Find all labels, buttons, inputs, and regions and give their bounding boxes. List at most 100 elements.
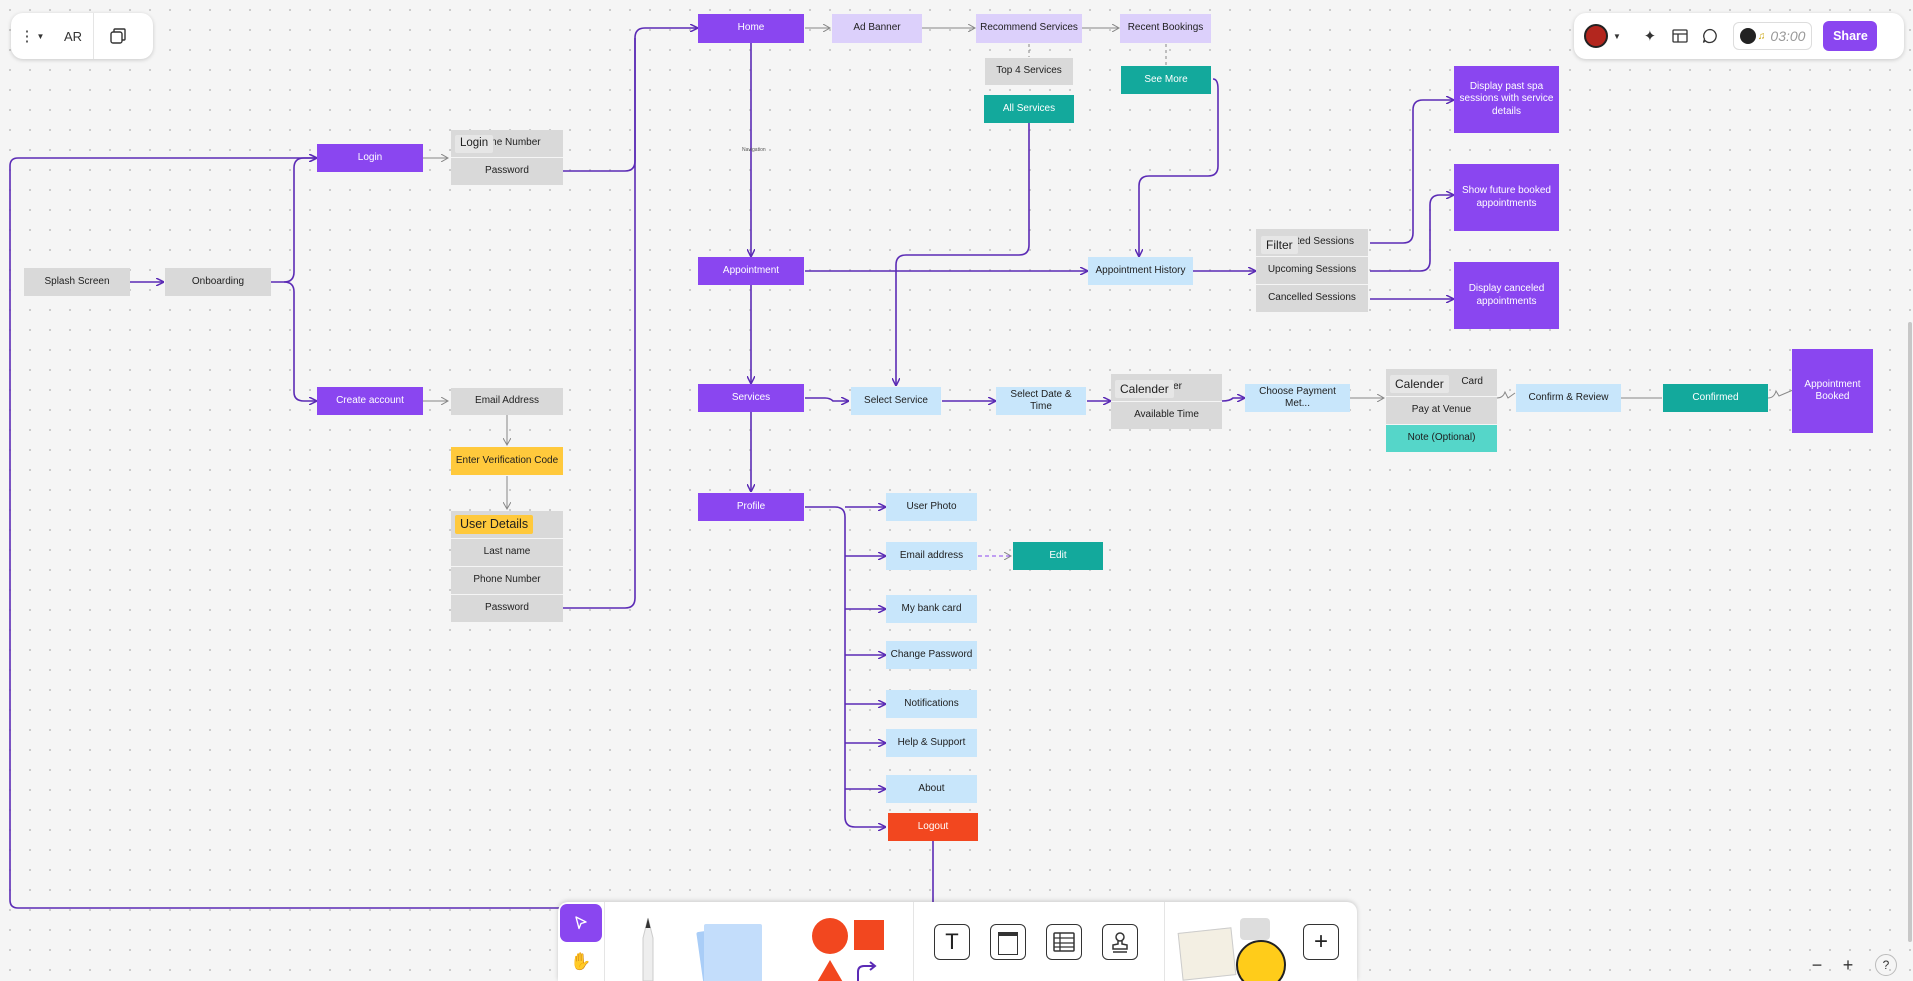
shapes-tool-button[interactable] bbox=[812, 918, 884, 981]
node-recommend-services[interactable]: Recommend Services bbox=[976, 14, 1082, 43]
node-last-name[interactable]: Last name bbox=[451, 539, 563, 566]
node-verification-code[interactable]: Enter Verification Code bbox=[451, 447, 563, 475]
comment-button[interactable] bbox=[1695, 13, 1725, 59]
sticker-sheet-icon bbox=[1177, 927, 1237, 981]
node-profile[interactable]: Profile bbox=[698, 493, 804, 521]
table-tool-button[interactable] bbox=[1046, 924, 1082, 960]
node-password[interactable]: Password bbox=[451, 595, 563, 622]
node-email-address[interactable]: Email Address bbox=[451, 388, 563, 415]
node-phone-number[interactable]: Phone Number bbox=[451, 567, 563, 594]
node-select-date-time[interactable]: Select Date & Time bbox=[996, 387, 1086, 415]
bottom-toolbar: ✋ T + bbox=[558, 902, 1357, 981]
node-confirm-review[interactable]: Confirm & Review bbox=[1516, 384, 1621, 412]
sticker-badge-icon bbox=[1240, 918, 1270, 940]
pages-button[interactable] bbox=[94, 13, 142, 59]
node-future-desc[interactable]: Show future booked appointments bbox=[1454, 164, 1559, 231]
node-logout[interactable]: Logout bbox=[888, 813, 978, 841]
navigation-note: Navigation bbox=[742, 147, 766, 153]
node-past-sessions-desc[interactable]: Display past spa sessions with service d… bbox=[1454, 66, 1559, 133]
chevron-down-icon[interactable]: ▼ bbox=[1613, 31, 1621, 41]
node-appointment-booked[interactable]: Appointment Booked bbox=[1792, 349, 1873, 433]
toolbar-divider-1 bbox=[604, 902, 605, 981]
node-select-service[interactable]: Select Service bbox=[851, 387, 941, 415]
node-create-account[interactable]: Create account bbox=[317, 387, 423, 415]
node-user-photo[interactable]: User Photo bbox=[886, 493, 977, 521]
more-tool-button[interactable]: + bbox=[1303, 924, 1339, 960]
hand-icon: ✋ bbox=[570, 952, 592, 971]
node-ad-banner[interactable]: Ad Banner bbox=[832, 14, 922, 43]
node-canceled-desc[interactable]: Display canceled appointments bbox=[1454, 262, 1559, 329]
sticky-note-tool-button[interactable] bbox=[694, 922, 762, 981]
login-label-tag: Login bbox=[455, 135, 494, 153]
plus-icon: + bbox=[1313, 928, 1328, 955]
node-available-time[interactable]: Available Time bbox=[1111, 402, 1222, 429]
node-help-support[interactable]: Help & Support bbox=[886, 729, 977, 757]
node-edit[interactable]: Edit bbox=[1013, 542, 1103, 570]
node-login-password[interactable]: Password bbox=[451, 158, 563, 185]
file-initials[interactable]: AR bbox=[63, 28, 83, 44]
node-email-profile[interactable]: Email address bbox=[886, 542, 977, 570]
node-home[interactable]: Home bbox=[698, 14, 804, 43]
question-icon: ? bbox=[1882, 958, 1890, 972]
node-about[interactable]: About bbox=[886, 775, 977, 803]
sticky-note-front bbox=[704, 924, 762, 981]
node-pay-at-venue[interactable]: Pay at Venue bbox=[1386, 397, 1497, 424]
stamp-icon bbox=[1112, 932, 1128, 953]
node-notifications[interactable]: Notifications bbox=[886, 690, 977, 718]
node-upcoming-sessions[interactable]: Upcoming Sessions bbox=[1256, 257, 1368, 284]
node-recent-bookings[interactable]: Recent Bookings bbox=[1120, 14, 1211, 43]
cursor-icon bbox=[575, 916, 587, 930]
connector-shape-icon bbox=[857, 961, 877, 981]
node-login[interactable]: Login bbox=[317, 144, 423, 172]
section-icon bbox=[998, 932, 1018, 955]
layout-icon bbox=[1672, 29, 1688, 43]
text-icon: T bbox=[945, 929, 959, 954]
layers-icon bbox=[110, 28, 126, 44]
node-onboarding[interactable]: Onboarding bbox=[165, 268, 271, 296]
share-button[interactable]: Share bbox=[1823, 21, 1878, 51]
node-appointment[interactable]: Appointment bbox=[698, 257, 804, 285]
node-top4-services[interactable]: Top 4 Services bbox=[985, 58, 1073, 85]
timer-widget[interactable]: ♫ 03:00 bbox=[1732, 22, 1813, 50]
vertical-scrollbar[interactable] bbox=[1908, 322, 1912, 942]
main-menu-button[interactable]: ⋮ ▼ bbox=[11, 13, 53, 59]
toolbar-divider-3 bbox=[1164, 902, 1165, 981]
plus-icon: + bbox=[1842, 954, 1854, 975]
divider bbox=[93, 13, 94, 59]
top-left-toolbar: ⋮ ▼ AR bbox=[11, 13, 153, 59]
node-see-more[interactable]: See More bbox=[1121, 66, 1211, 94]
layout-button[interactable] bbox=[1665, 13, 1695, 59]
calender-tag: Calender bbox=[1115, 380, 1174, 399]
node-confirmed[interactable]: Confirmed bbox=[1663, 384, 1768, 412]
node-services[interactable]: Services bbox=[698, 384, 804, 412]
ai-sparkle-button[interactable]: ✦ bbox=[1635, 13, 1665, 59]
avatar[interactable] bbox=[1584, 24, 1608, 48]
stamp-tool-button[interactable] bbox=[1102, 924, 1138, 960]
zoom-in-button[interactable]: + bbox=[1837, 954, 1859, 976]
minus-icon: − bbox=[1811, 954, 1823, 975]
calender-tag-2: Calender bbox=[1390, 375, 1449, 394]
node-note-optional[interactable]: Note (Optional) bbox=[1386, 425, 1497, 452]
circle-shape-icon bbox=[812, 918, 848, 954]
node-bank-card[interactable]: My bank card bbox=[886, 595, 977, 623]
emoji-sticker-icon bbox=[1236, 940, 1286, 981]
node-change-password[interactable]: Change Password bbox=[886, 641, 977, 669]
timer-value: 03:00 bbox=[1770, 28, 1806, 44]
stickers-tool-button[interactable] bbox=[1177, 918, 1290, 981]
toolbar-divider-2 bbox=[913, 902, 914, 981]
triangle-shape-icon bbox=[816, 960, 844, 981]
move-tool-button[interactable] bbox=[560, 904, 602, 942]
node-appointment-history[interactable]: Appointment History bbox=[1088, 257, 1193, 285]
help-button[interactable]: ? bbox=[1875, 954, 1897, 976]
hand-tool-button[interactable]: ✋ bbox=[560, 944, 602, 980]
pencil-tool-button[interactable] bbox=[638, 916, 658, 981]
node-choose-payment[interactable]: Choose Payment Met... bbox=[1245, 384, 1350, 412]
figma-logo-icon: ⋮ bbox=[19, 28, 35, 45]
node-cancelled-sessions[interactable]: Cancelled Sessions bbox=[1256, 285, 1368, 312]
text-tool-button[interactable]: T bbox=[934, 924, 970, 960]
user-details-tag: User Details bbox=[455, 515, 534, 534]
node-splash-screen[interactable]: Splash Screen bbox=[24, 268, 130, 296]
section-tool-button[interactable] bbox=[990, 924, 1026, 960]
zoom-out-button[interactable]: − bbox=[1806, 954, 1828, 976]
node-all-services[interactable]: All Services bbox=[984, 95, 1074, 123]
